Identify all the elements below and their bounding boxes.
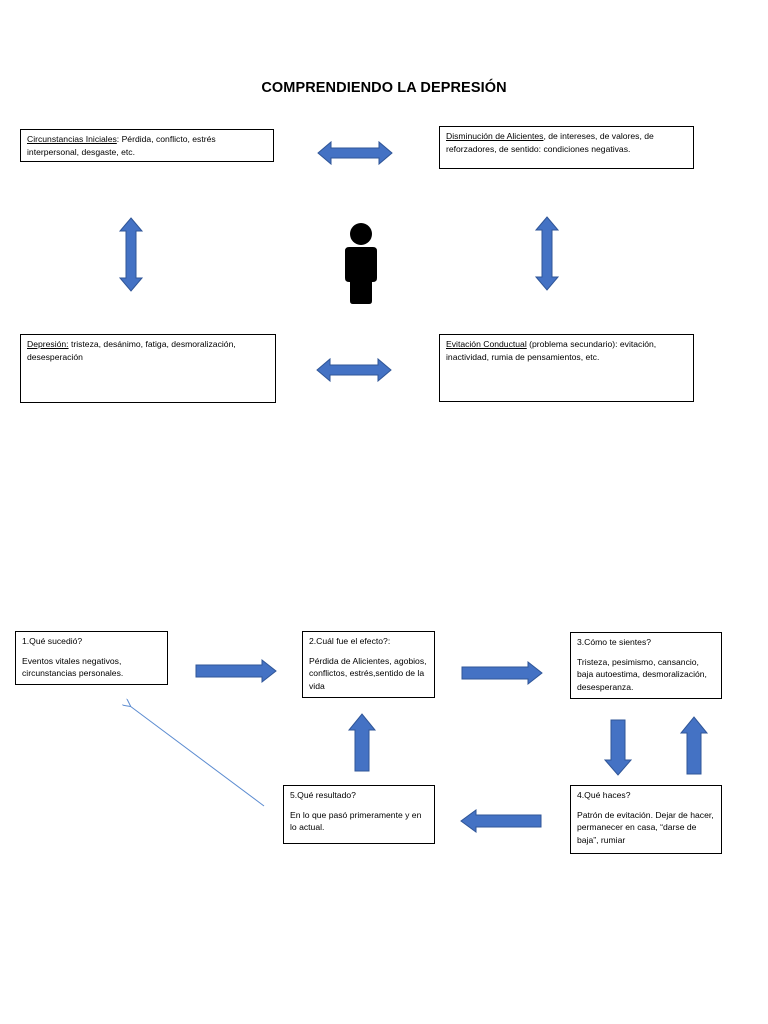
circunstancias-text: : Pérdida, conflicto, estrés interperson… — [27, 134, 216, 157]
arrow-step2-to-step3 — [461, 660, 543, 686]
depresion-text: tristeza, desánimo, fatiga, desmoralizac… — [27, 339, 236, 362]
depresion-heading: Depresión: — [27, 339, 69, 349]
step5-text: En lo que pasó primeramente y en lo actu… — [290, 809, 422, 833]
step2-text: Pérdida de Alicientes, agobios, conflict… — [309, 655, 427, 691]
evitacion-text: (problema secundario): evitación, inacti… — [446, 339, 657, 362]
arrow-step4-up-to-step3 — [679, 716, 709, 775]
step2-heading: 2.Cuál fue el efecto?: — [309, 636, 391, 646]
double-arrow-left-vertical — [118, 217, 144, 292]
depresion-box: Depresión: tristeza, desánimo, fatiga, d… — [20, 334, 276, 403]
step4-heading: 4.Qué haces? — [577, 790, 631, 800]
double-arrow-top-horizontal — [317, 140, 393, 166]
step1-box: 1.Qué sucedió? Eventos vitales negativos… — [15, 631, 168, 685]
step3-text: Tristeza, pesimismo, cansancio, baja aut… — [577, 656, 707, 692]
step2-box: 2.Cuál fue el efecto?: Pérdida de Alicie… — [302, 631, 435, 698]
step4-text: Patrón de evitación. Dejar de hacer, per… — [577, 809, 714, 845]
arrow-step1-to-step2 — [195, 658, 277, 684]
step5-heading: 5.Qué resultado? — [290, 790, 356, 800]
evitacion-conductual-box: Evitación Conductual (problema secundari… — [439, 334, 694, 402]
double-arrow-bottom-horizontal — [316, 357, 392, 383]
step3-heading: 3.Cómo te sientes? — [577, 637, 652, 647]
step1-heading: 1.Qué sucedió? — [22, 636, 83, 646]
arrow-step4-to-step5 — [460, 809, 542, 833]
page-title: COMPRENDIENDO LA DEPRESIÓN — [261, 80, 507, 96]
circunstancias-heading: Circunstancias Iniciales — [27, 134, 117, 144]
evitacion-heading: Evitación Conductual — [446, 339, 527, 349]
disminucion-alicientes-box: Disminución de Alicientes, de intereses,… — [439, 126, 694, 169]
step1-text: Eventos vitales negativos, circunstancia… — [22, 655, 124, 679]
disminucion-heading: Disminución de Alicientes — [446, 131, 544, 141]
arrow-step5-to-step2 — [347, 713, 377, 772]
circunstancias-iniciales-box: Circunstancias Iniciales: Pérdida, confl… — [20, 129, 274, 162]
person-icon — [345, 223, 377, 304]
thin-arrow-step5-to-step1 — [130, 706, 265, 807]
arrow-step3-to-step4 — [603, 719, 633, 776]
disminucion-text: , de intereses, de valores, de reforzado… — [446, 131, 654, 154]
step3-box: 3.Cómo te sientes? Tristeza, pesimismo, … — [570, 632, 722, 699]
double-arrow-right-vertical — [534, 216, 560, 291]
step5-box: 5.Qué resultado? En lo que pasó primeram… — [283, 785, 435, 844]
step4-box: 4.Qué haces? Patrón de evitación. Dejar … — [570, 785, 722, 854]
